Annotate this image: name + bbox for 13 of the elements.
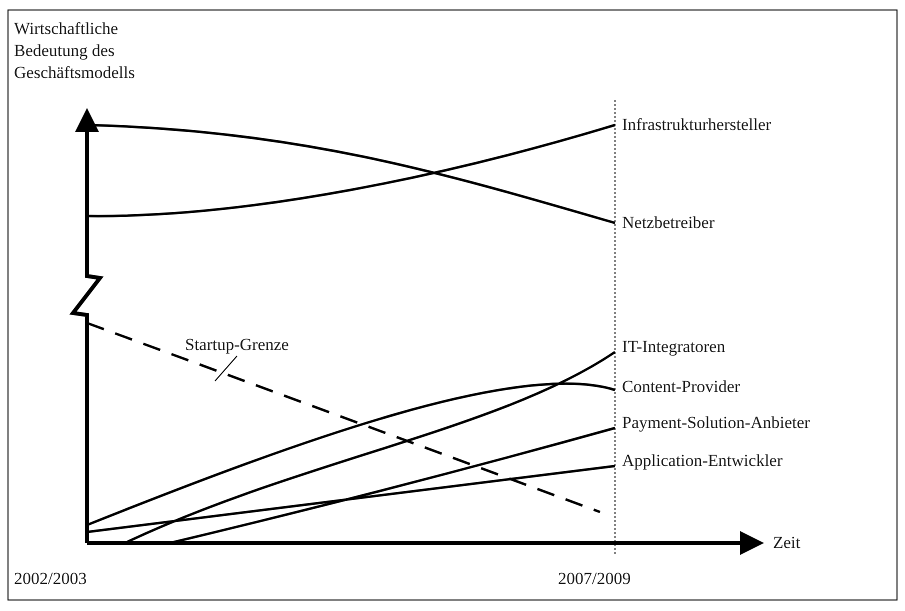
leader-line: [214, 356, 238, 382]
callout-label: Startup-Grenze: [185, 335, 289, 355]
curve-label: Netzbetreiber: [622, 213, 714, 233]
dashed-boundary-line: [86, 322, 600, 514]
tick-label: 2002/2003: [14, 569, 87, 589]
curve-label: Content-Provider: [622, 377, 740, 397]
axis-title: Wirtschaftliche Bedeutung des Geschäftsmodells: [14, 18, 136, 84]
curve-label: Infrastrukturhersteller: [622, 115, 772, 135]
axis-label: Zeit: [773, 533, 800, 553]
curve-label: IT-Integratoren: [622, 337, 726, 357]
tick-label: 2007/2009: [558, 569, 631, 589]
curve-label: Payment-Solution-Anbieter: [622, 413, 810, 433]
curve-label: Application-Entwickler: [622, 451, 783, 471]
